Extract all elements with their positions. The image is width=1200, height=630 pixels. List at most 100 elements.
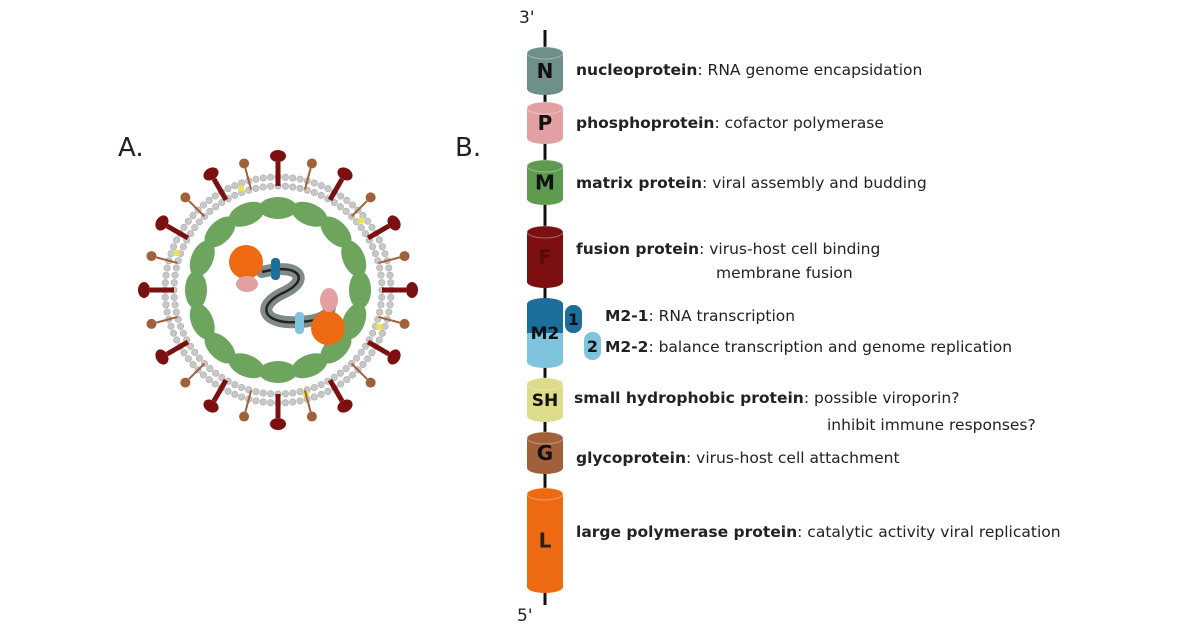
gene-l-top [526, 487, 564, 501]
matrix-protein [320, 216, 352, 248]
membrane-lipid [173, 336, 181, 344]
f-protein-stalk [211, 378, 229, 403]
m2-2-protein [295, 312, 304, 334]
membrane-lipid [349, 201, 357, 209]
matrix-protein [189, 240, 215, 277]
membrane-lipid [385, 264, 393, 272]
g-protein-stalk [378, 315, 400, 324]
gene-l-bottom [527, 581, 563, 593]
sh-protein [238, 185, 245, 192]
g-protein-head [146, 251, 157, 262]
membrane-lipid [189, 361, 197, 369]
membrane-lipid [343, 196, 351, 204]
membrane-lipid [349, 371, 357, 379]
membrane-lipid [161, 279, 169, 287]
f-protein-head [203, 167, 219, 181]
membrane-lipid [267, 399, 275, 407]
membrane-lipid [281, 399, 289, 407]
gene-function: virus-host cell binding [709, 240, 881, 258]
membrane-lipid [172, 264, 180, 272]
gene-row-m: matrix protein: viral assembly and buddi… [576, 174, 927, 192]
membrane-lipid [324, 185, 332, 193]
membrane-lipid [336, 369, 344, 377]
membrane-lipid [206, 365, 214, 373]
g-protein-stalk [303, 390, 312, 412]
gene-p-top [526, 101, 564, 115]
membrane-lipid [171, 301, 179, 309]
gene-name: phosphoprotein [576, 114, 715, 132]
matrix-protein [291, 201, 328, 227]
membrane-lipid [187, 230, 195, 238]
gene-row-m2-1: M2-1: RNA transcription [605, 307, 796, 325]
g-protein-head [365, 192, 376, 203]
gene-name: matrix protein [576, 174, 703, 192]
membrane-lipid [173, 236, 181, 244]
strand-end-3prime: 3' [519, 8, 535, 28]
f-protein-stalk [327, 378, 345, 403]
matrix-protein [228, 353, 265, 379]
gene-sh-top [526, 377, 564, 391]
gene-function: catalytic activity viral replication [807, 523, 1061, 541]
membrane-lipid [371, 250, 379, 258]
membrane-lipid [163, 308, 171, 316]
membrane-lipid [310, 383, 318, 391]
g-protein-head [399, 251, 410, 262]
g-protein-head [306, 158, 317, 169]
membrane-lipid [171, 271, 179, 279]
membrane-lipid [361, 230, 369, 238]
membrane-lipid [364, 217, 372, 225]
panel-a-label: A. [118, 133, 144, 163]
gene-g-top [526, 431, 564, 445]
membrane-lipid [336, 203, 344, 211]
gene-m-bottom [527, 193, 563, 205]
matrix-protein [341, 240, 367, 277]
f-protein-head [138, 282, 150, 298]
polymerase-l [311, 311, 345, 345]
membrane-lipid [267, 182, 275, 190]
membrane-lipid [296, 184, 304, 192]
membrane-lipid [238, 383, 246, 391]
gene-row-m2-2: M2-2: balance transcription and genome r… [605, 338, 1013, 356]
membrane-lipid [359, 361, 367, 369]
membrane-lipid [224, 387, 232, 395]
membrane-lipid [267, 390, 275, 398]
membrane-lipid [385, 308, 393, 316]
membrane-lipid [369, 243, 377, 251]
gene-name: small hydrophobic protein [574, 389, 804, 407]
gene-name: M2-2 [605, 338, 649, 356]
g-protein-head [365, 377, 376, 388]
gene-m2-letter: M2 [531, 324, 560, 344]
g-protein-stalk [156, 256, 178, 265]
membrane-lipid [191, 224, 199, 232]
gene-row-n: nucleoprotein: RNA genome encapsidation [576, 61, 923, 79]
membrane-lipid [172, 308, 180, 316]
membrane-lipid [231, 390, 239, 398]
gene-sh-bottom [527, 410, 563, 422]
gene-row-g: glycoprotein: virus-host cell attachment [576, 449, 900, 467]
gene-row-l: large polymerase protein: catalytic acti… [576, 523, 1061, 541]
membrane-lipid [375, 336, 383, 344]
membrane-lipid [162, 271, 170, 279]
g-protein-head [180, 377, 191, 388]
membrane-lipid [199, 371, 207, 379]
matrix-protein [204, 332, 236, 364]
membrane-lipid [387, 293, 395, 301]
gene-row-f: fusion protein: virus-host cell binding [576, 240, 881, 258]
phosphoprotein [236, 276, 258, 292]
membrane-lipid [162, 301, 170, 309]
g-protein-stalk [303, 168, 312, 190]
g-protein-stalk [350, 200, 368, 218]
membrane-lipid [252, 175, 260, 183]
f-protein-head [387, 215, 401, 231]
membrane-lipid [212, 203, 220, 211]
membrane-lipid [218, 373, 226, 381]
matrix-protein [341, 303, 367, 340]
g-protein-head [146, 318, 157, 329]
membrane-lipid [296, 175, 304, 183]
f-protein-stalk [211, 177, 229, 202]
gene-name: large polymerase protein [576, 523, 798, 541]
g-protein-stalk [378, 256, 400, 265]
gene-f [527, 232, 563, 282]
panel-b-label: B. [455, 133, 482, 163]
